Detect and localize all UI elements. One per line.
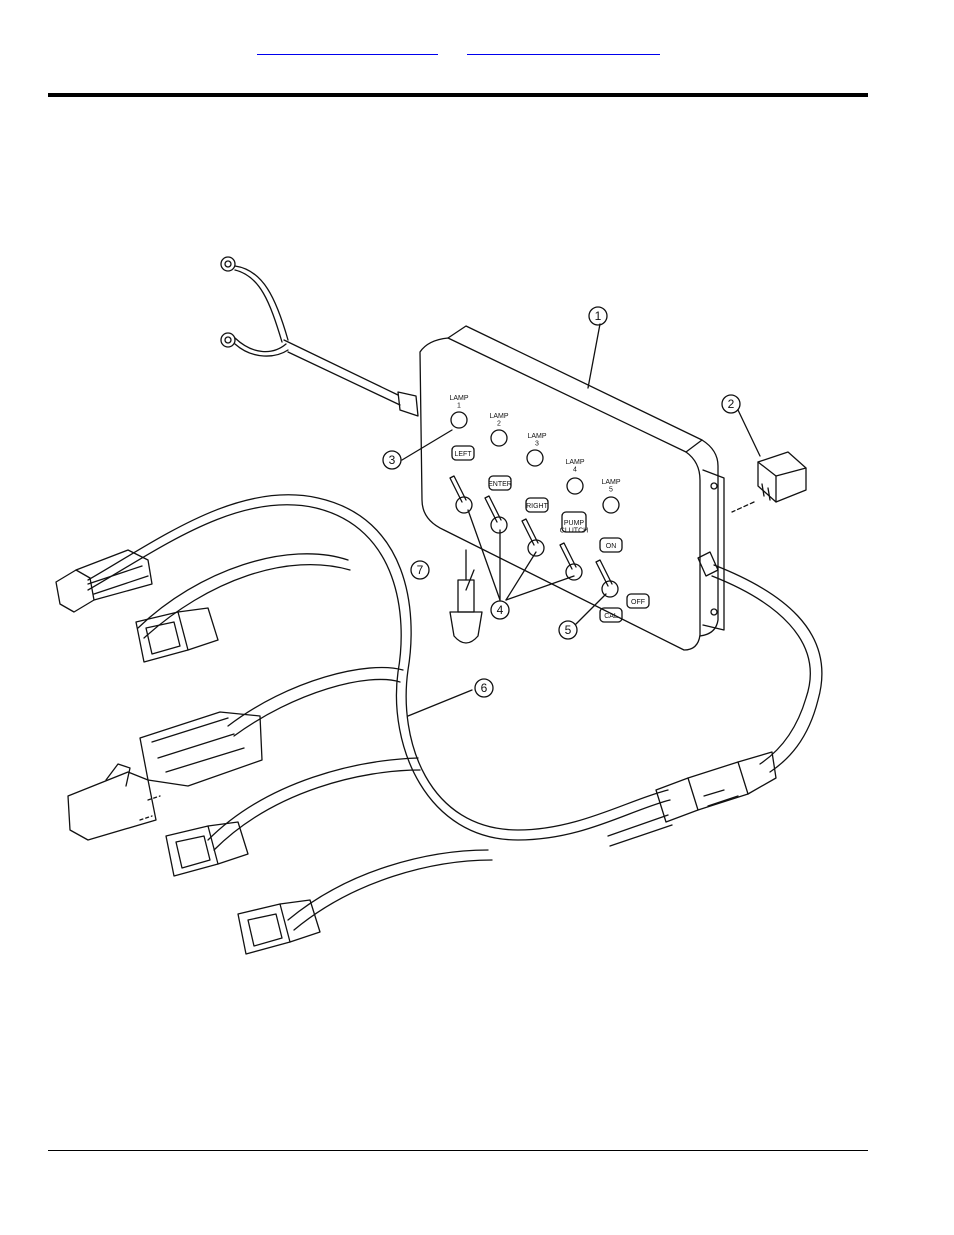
button-label-on: ON [606, 543, 617, 550]
callout-2: 2 [728, 397, 735, 411]
header-link-2[interactable] [467, 40, 660, 55]
header-rule [48, 93, 868, 97]
button-label-right: RIGHT [526, 503, 549, 510]
callout-7: 7 [417, 563, 424, 577]
callout-numbers: 1 2 3 4 5 6 7 [389, 309, 735, 695]
header-link-1[interactable] [257, 40, 438, 55]
harness-cable [87, 494, 823, 931]
callout-3: 3 [389, 453, 396, 467]
indicator-bulb [449, 549, 483, 644]
callout-1: 1 [595, 309, 602, 323]
button-label-cal: CAL [604, 613, 618, 620]
callout-circles [382, 306, 741, 698]
footer-rule [48, 1150, 868, 1151]
plug-caps [135, 607, 321, 955]
callout-4: 4 [497, 603, 504, 617]
left-connector [55, 549, 153, 613]
button-label-enter: ENTER [488, 481, 512, 488]
panel-buttons [451, 445, 650, 623]
toggle-switches [449, 475, 619, 598]
inline-connector [607, 751, 777, 847]
leader-lines [401, 323, 761, 717]
callout-6: 6 [481, 681, 488, 695]
control-box [419, 325, 725, 651]
ring-terminal-wires [220, 256, 419, 417]
relay [731, 451, 807, 513]
button-label-off: OFF [631, 599, 645, 606]
lamps [450, 411, 620, 514]
callout-5: 5 [565, 623, 572, 637]
weatherpack-connector [67, 711, 263, 841]
button-label-left: LEFT [454, 451, 472, 458]
